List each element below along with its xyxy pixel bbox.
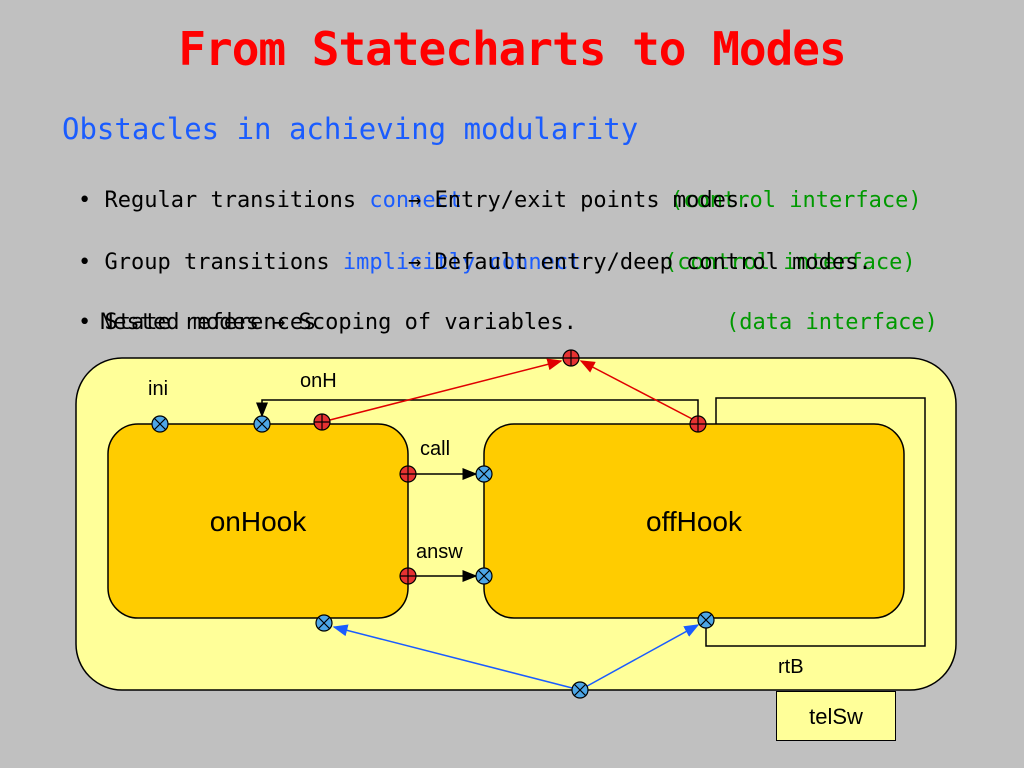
exit-point-call-icon bbox=[399, 465, 417, 483]
group-exit-point-icon bbox=[562, 349, 580, 367]
label-answ: answ bbox=[416, 541, 463, 563]
bullet-state-references: • State references (data interface) bbox=[78, 310, 938, 335]
bullet-keyword: implicitly connect bbox=[342, 250, 582, 275]
overlay-entry-exit: → Entry/exit points modes. bbox=[408, 188, 753, 213]
bullet-interface: (control interface) bbox=[670, 188, 922, 213]
entry-point-onhook-bottom-icon bbox=[315, 614, 333, 632]
bullet-prefix: • State references bbox=[78, 310, 317, 335]
entry-point-call-icon bbox=[475, 465, 493, 483]
group-exit-arrow-right bbox=[579, 360, 699, 423]
bullet-regular-transitions: • Regular transitions connect (control in… bbox=[78, 188, 922, 213]
group-entry-arrow-left bbox=[332, 624, 581, 691]
group-entry-point-icon bbox=[571, 681, 589, 699]
state-offhook-label: offHook bbox=[646, 506, 743, 537]
page-subtitle: Obstacles in achieving modularity bbox=[62, 112, 639, 146]
group-entry-arrow-right bbox=[579, 624, 700, 691]
bullet-interface: (data interface) bbox=[726, 310, 938, 335]
transition-onh-arrow bbox=[256, 399, 699, 424]
bullet-prefix: • Regular transitions bbox=[78, 188, 370, 213]
bullet-group-transitions: • Group transitions implicitly connect (c… bbox=[78, 250, 916, 275]
entry-point-offhook-bottom-icon bbox=[697, 611, 715, 629]
label-rtb: rtB bbox=[778, 656, 804, 678]
entry-point-onhook-icon bbox=[253, 415, 271, 433]
label-ini: ini bbox=[148, 378, 168, 400]
overlay-default-entry: → Default entry/deep control modes. bbox=[408, 250, 872, 275]
group-exit-arrow-left bbox=[321, 358, 563, 423]
bullet-prefix: • Group transitions bbox=[78, 250, 343, 275]
state-onhook-label: onHook bbox=[210, 506, 308, 537]
entry-point-answ-icon bbox=[475, 567, 493, 585]
mode-name-box: telSw bbox=[776, 691, 896, 741]
exit-point-answ-icon bbox=[399, 567, 417, 585]
entry-point-ini-icon bbox=[151, 415, 169, 433]
overlay-nested-modes: Nested modes → Scoping of variables. bbox=[100, 310, 577, 335]
bullet-keyword: connect bbox=[369, 188, 463, 213]
transition-rtb-line bbox=[705, 397, 926, 647]
label-onh: onH bbox=[300, 370, 337, 392]
bullet-interface: (control interface) bbox=[664, 250, 916, 275]
page-title: From Statecharts to Modes bbox=[178, 22, 846, 76]
label-call: call bbox=[420, 438, 450, 460]
exit-point-offhook-icon bbox=[689, 415, 707, 433]
exit-point-onhook-icon bbox=[313, 413, 331, 431]
